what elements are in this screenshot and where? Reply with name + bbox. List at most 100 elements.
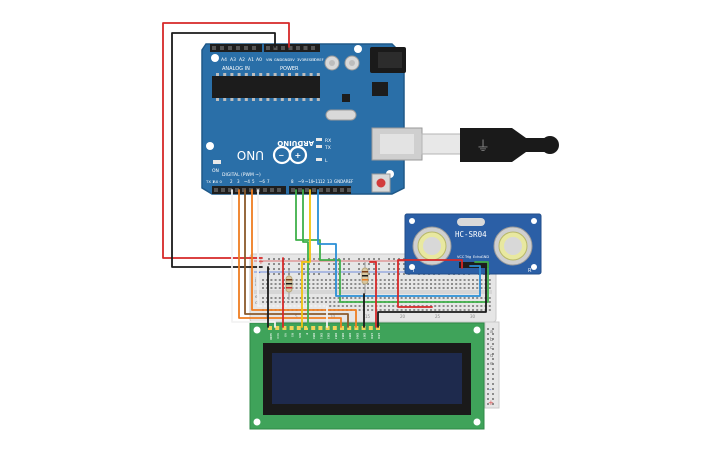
breadboard-hole [316,297,319,299]
breadboard-hole [308,301,311,303]
header-hole [305,188,309,192]
column-label: 30 [470,314,476,319]
breadboard-hole [403,258,405,260]
breadboard-hole [354,283,357,285]
power-pin-labels: VIN GND GND 5V 3V3 RESET IOREF [266,58,324,62]
breadboard-hole [325,297,327,299]
breadboard-hole [492,368,494,370]
breadboard-hole [379,287,382,289]
logo-right-ring [288,145,308,165]
wire-d3[interactable] [238,189,342,328]
breadboard-hole [333,305,336,307]
breadboard-hole [362,287,365,289]
breadboard-hole [358,283,361,285]
breadboard-hole [492,358,494,360]
breadboard-hole [476,283,479,285]
breadboard-hole [383,279,386,281]
breadboard-hole [403,273,405,275]
breadboard-hole [278,268,280,270]
breadboard-hole [417,305,420,307]
breadboard-hole [492,398,494,400]
wire-sensor-vcc[interactable] [397,259,463,308]
breadboard-hole [421,283,424,285]
wire-d11[interactable] [257,189,328,328]
breadboard-hole [487,328,489,330]
breadboard-hole [313,273,315,275]
chip-leg [316,73,320,76]
breadboard-hole [270,287,273,289]
chip-leg [280,73,284,76]
breadboard-hole [388,309,390,311]
wire-sensor-gnd[interactable] [377,267,487,328]
breadboard-hole [320,297,323,299]
wire-echo[interactable] [317,189,481,297]
breadboard-hole [409,309,411,311]
breadboard-hole [400,297,403,299]
header-hole [212,46,216,50]
breadboard-hole [348,273,350,275]
chip-leg [223,98,227,101]
breadboard-hole [459,305,462,307]
breadboard-hole [312,279,315,281]
breadboard-hole [354,279,357,281]
lcd-pin [304,326,308,330]
wire-d4[interactable] [244,189,349,328]
wire-trig[interactable] [295,189,489,303]
breadboard-hole [316,287,319,289]
breadboard-hole [308,268,310,270]
pin-label: RESET [304,58,316,62]
pin-label: GND [282,58,290,62]
breadboard-hole [308,279,311,281]
header-hole [333,188,337,192]
breadboard-center-channel [254,290,492,294]
pin-label: ~6 [259,179,265,184]
chip-leg [230,73,234,76]
reset-button-cap[interactable] [376,178,386,188]
breadboard-hole [354,287,357,289]
breadboard-hole [368,273,370,275]
breadboard-hole [367,287,369,289]
chip-leg [259,73,263,76]
column-label: 15 [365,314,371,319]
breadboard-hole [278,297,281,299]
breadboard-hole [438,283,441,285]
lcd-pin-label: DB4 [341,333,345,339]
breadboard-hole [421,309,424,311]
logo-plus: + [295,151,302,160]
breadboard-hole [303,273,305,275]
chip-leg [295,73,299,76]
breadboard-hole [467,305,470,307]
breadboard-hole [304,283,306,285]
breadboard-hole [270,279,273,281]
breadboard-hole [274,297,277,299]
on-led [213,160,221,164]
breadboard-hole [337,287,340,289]
lcd-pin [368,326,373,330]
breadboard-hole [459,279,462,281]
wire-d2[interactable] [231,189,276,328]
wire-5v[interactable] [162,22,290,259]
breadboard-hole [295,283,298,285]
wire-d5[interactable] [251,189,357,328]
breadboard-hole [487,388,489,390]
breadboard-hole [283,268,285,270]
breadboard-hole [378,268,380,270]
lcd-pin [318,326,323,330]
breadboard-hole [312,283,315,285]
logo-minus: − [279,152,285,160]
breadboard-hole [383,283,386,285]
wire-lcd-led-plus[interactable] [369,261,377,328]
wire-gnd[interactable] [171,32,276,268]
breadboard-hole [455,305,458,307]
breadboard-hole [434,305,437,307]
wire-d9[interactable] [301,189,311,328]
lcd-pin [282,326,287,330]
breadboard-hole [403,263,405,265]
breadboard-hole [350,279,353,281]
wire-d10[interactable] [302,189,309,328]
breadboard-hole [472,297,474,299]
breadboard-hole [358,258,360,260]
lcd-pin [332,326,337,330]
breadboard-hole [492,338,494,340]
